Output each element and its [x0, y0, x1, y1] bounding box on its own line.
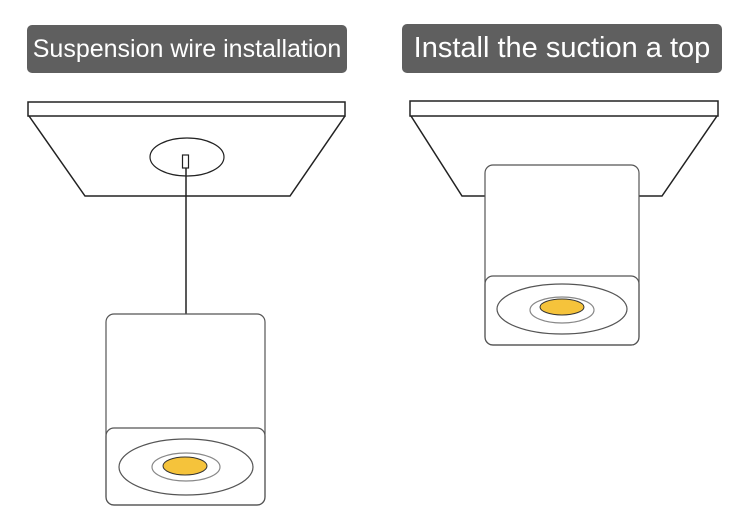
light-body	[105, 313, 266, 506]
led-chip	[539, 298, 585, 316]
reflector-outer	[496, 283, 628, 335]
wire-clamp	[181, 154, 190, 169]
light-body	[484, 164, 640, 346]
led-chip	[162, 456, 208, 476]
reflector-outer	[118, 438, 254, 496]
reflector-inner	[529, 296, 595, 324]
canopy	[149, 137, 225, 177]
ceiling-surface	[28, 115, 346, 197]
ceiling-plate	[409, 100, 719, 117]
ceiling-mount-installation-label: Install the suction a top	[402, 24, 722, 73]
reflector-inner	[151, 452, 221, 482]
suspension-diagram	[27, 101, 346, 506]
suspension-wire-installation-label: Suspension wire installation	[27, 25, 347, 73]
light-face	[484, 275, 640, 346]
ceiling-plate	[27, 101, 346, 117]
surface-mount-diagram	[409, 100, 719, 346]
light-face	[105, 427, 266, 506]
